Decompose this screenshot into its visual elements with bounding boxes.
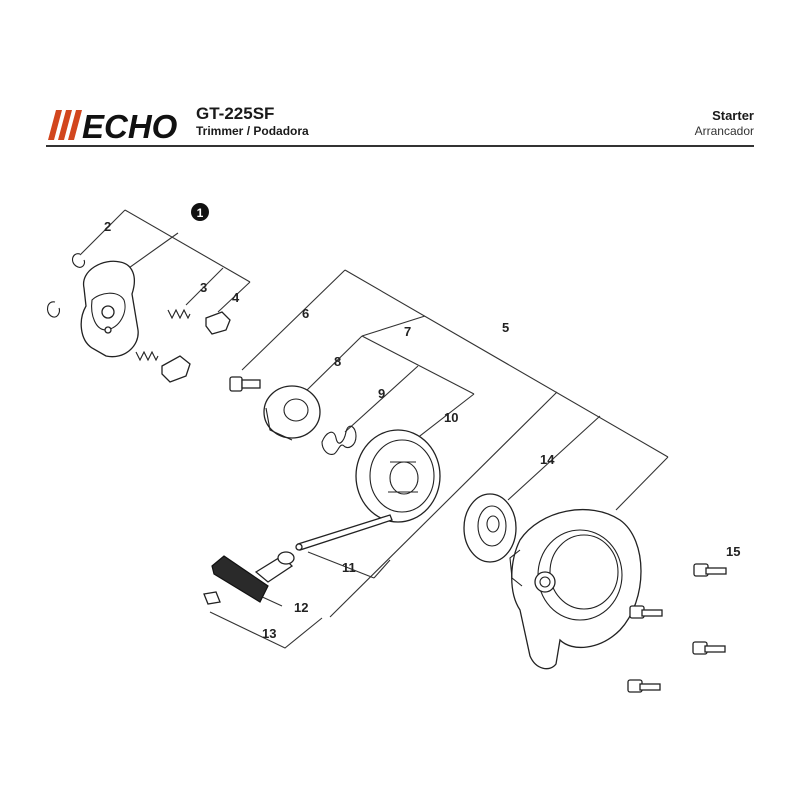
starter-handle-part <box>211 551 295 603</box>
e-clip-part <box>46 253 86 318</box>
svg-text:1: 1 <box>197 206 204 220</box>
callout-11: 11 <box>342 560 356 575</box>
screw-part <box>627 563 727 693</box>
callout-1: 1 <box>191 203 209 221</box>
pulley-hub-part <box>263 385 321 441</box>
leader-lines <box>79 209 669 649</box>
model-number: GT-225SF <box>196 104 275 123</box>
page-header: ECHO GT-225SF Trimmer / Podadora Starter… <box>46 104 754 148</box>
callout-14: 14 <box>540 452 555 467</box>
pawl-spring-part <box>135 308 191 362</box>
callout-10: 10 <box>444 410 458 425</box>
echo-logo: ECHO <box>48 108 178 142</box>
starter-case-part <box>509 508 642 670</box>
callout-4: 4 <box>232 290 240 305</box>
callout-7: 7 <box>404 324 411 339</box>
washer-part <box>463 493 517 563</box>
recoil-spring-part <box>321 425 357 455</box>
callout-5: 5 <box>502 320 509 335</box>
bolt-part <box>229 376 261 392</box>
callout-3: 3 <box>200 280 207 295</box>
section-title-es: Arrancador <box>694 124 754 138</box>
callout-13: 13 <box>262 626 276 641</box>
logo-wordmark: ECHO <box>82 108 178 142</box>
header-rule <box>46 145 754 147</box>
callout-8: 8 <box>334 354 341 369</box>
callout-12: 12 <box>294 600 308 615</box>
callout-9: 9 <box>378 386 385 401</box>
starter-rope-part <box>295 514 393 551</box>
section-title-en: Starter <box>712 108 754 123</box>
pawl-part <box>161 311 231 383</box>
callout-15: 15 <box>726 544 740 559</box>
ratchet-plate-part <box>80 260 139 358</box>
product-subtitle: Trimmer / Podadora <box>196 124 309 138</box>
callout-2: 2 <box>104 219 111 234</box>
rope-pulley-part <box>355 429 441 523</box>
rope-clip-part <box>203 591 221 605</box>
callout-6: 6 <box>302 306 309 321</box>
